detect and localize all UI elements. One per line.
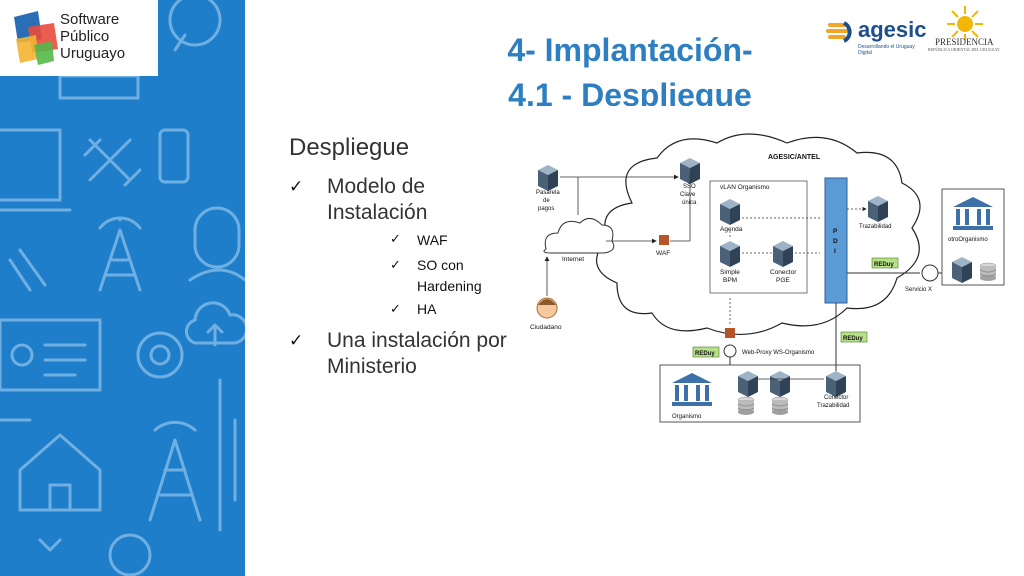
agenda-label: Agenda <box>720 226 743 233</box>
reduy-badge <box>871 257 899 269</box>
waf-label: WAF <box>656 250 670 257</box>
bullet-item-1: Modelo de Instalación <box>327 175 428 224</box>
gear-icon <box>136 331 184 379</box>
sso-label-1: SSO <box>683 184 696 190</box>
phone-icon <box>158 128 190 184</box>
pasarela-label-1: Pasarela <box>536 190 560 196</box>
house-icon <box>18 433 102 512</box>
checkmark-icon: ✓ <box>390 232 401 247</box>
web-proxy-label: Web-Proxy WS-Organismo <box>742 350 815 356</box>
conector-pge-server-icon <box>773 241 793 267</box>
agesic-logo-icon <box>826 21 852 43</box>
web-proxy-firewall-icon <box>725 328 735 338</box>
pdi-label-1: P <box>833 228 838 235</box>
trazabilidad-server-icon <box>868 196 888 222</box>
bulb-icon <box>108 533 152 576</box>
agesic-logo-text: agesic <box>858 17 927 42</box>
organismo-db-2-icon <box>771 396 789 416</box>
conector-trazabilidad-server-icon <box>826 371 846 397</box>
vlan-box <box>709 180 808 294</box>
cloud-title-label: AGESIC/ANTEL <box>768 154 821 161</box>
reduy-badge-left <box>692 346 720 358</box>
sun-emblem-icon <box>947 6 983 40</box>
conector-trazabilidad-label-1: Conector <box>824 395 848 401</box>
trazabilidad-label: Trazabilidad <box>859 224 891 230</box>
servicio-x-node <box>921 264 939 282</box>
reduy-badge-bottom <box>840 331 868 343</box>
checkmark-icon: ✓ <box>289 177 304 197</box>
otro-organismo-server-icon <box>952 257 972 283</box>
pdi-label-2: D <box>833 238 838 245</box>
agenda-server-icon <box>720 199 740 225</box>
checkmark-icon: ✓ <box>390 258 401 273</box>
simple-bpm-server-icon <box>720 241 740 267</box>
simple-bpm-label-1: Simple <box>720 269 740 276</box>
deployment-diagram: AGESIC/ANTEL vLAN Organismo Pasarela de … <box>530 133 1005 423</box>
sub-bullet-hardening: SO con Hardening <box>417 257 482 294</box>
agesic-tagline: Desarrollando el Uruguay Digital <box>858 44 915 56</box>
conector-trazabilidad-label-2: Trazabilidad <box>817 403 849 409</box>
organismo-server-2-icon <box>770 371 790 397</box>
laptop-icon <box>0 128 72 212</box>
software-publico-logo: Software Público Uruguayo <box>0 0 158 76</box>
vlan-label: vLAN Organismo <box>720 184 770 191</box>
checkmark-icon: ✓ <box>289 331 304 351</box>
cloud-upload-icon <box>185 301 245 347</box>
internet-label: Internet <box>562 256 584 263</box>
reduy-label-left: REDuy <box>695 351 715 357</box>
reduy-label: REDuy <box>874 262 894 268</box>
title-line-2: 4.1 - Despliegue <box>508 77 752 106</box>
conector-pge-label-2: PGE <box>776 277 790 284</box>
checkmark-icon: ✓ <box>390 302 401 317</box>
bullet-item-2: Una instalación por Ministerio <box>327 329 507 378</box>
organismo-server-1-icon <box>738 371 758 397</box>
internet-cloud-icon <box>543 218 615 254</box>
conector-pge-label-1: Conector <box>770 269 797 276</box>
signal-icon <box>98 216 142 230</box>
pasarela-label-3: pagos <box>538 206 554 212</box>
pasarela-server-icon <box>538 165 558 191</box>
spu-logo-icon <box>14 11 58 65</box>
headset-icon <box>188 206 245 282</box>
pdi-label-3: I <box>834 248 836 255</box>
slide-title: 4- Implantación- 4.1 - Despliegue <box>420 28 840 106</box>
pasarela-label-2: de <box>543 198 550 204</box>
sso-label-2: Clave <box>680 192 696 198</box>
presidencia-subtext: REPÚBLICA ORIENTAL DEL URUGUAY <box>928 47 1000 52</box>
satellite-icon <box>83 138 142 187</box>
organismo-label: Organismo <box>672 414 702 420</box>
tower-icon <box>98 218 142 292</box>
tower-icon-2 <box>148 438 202 522</box>
otro-organismo-db-icon <box>979 262 997 282</box>
head-icon <box>168 0 222 52</box>
software-publico-text: Software Público Uruguayo <box>60 11 126 62</box>
decorative-icons <box>0 0 245 576</box>
reduy-label-bottom: REDuy <box>843 336 863 342</box>
sub-bullet-waf: WAF <box>417 232 448 248</box>
content-heading: Despliegue <box>289 134 410 161</box>
waf-firewall-icon <box>659 235 669 245</box>
sso-label-3: única <box>682 200 697 206</box>
presidencia-text: PRESIDENCIA <box>935 37 994 47</box>
id-card-icon <box>0 318 102 392</box>
cursor-icon <box>8 248 47 292</box>
web-proxy-node <box>723 344 737 358</box>
title-line-1: 4- Implantación- <box>507 32 753 68</box>
sub-bullet-ha: HA <box>417 301 437 317</box>
sidebar-background <box>0 0 245 576</box>
agesic-antel-cloud <box>596 133 921 336</box>
servicio-x-label: Servicio X <box>905 287 932 293</box>
simple-bpm-label-2: BPM <box>723 277 737 284</box>
ciudadano-label: Ciudadano <box>530 324 562 331</box>
otro-organismo-label: otroOrganismo <box>948 237 988 243</box>
frame-icon <box>58 74 140 100</box>
organismo-db-1-icon <box>737 396 755 416</box>
